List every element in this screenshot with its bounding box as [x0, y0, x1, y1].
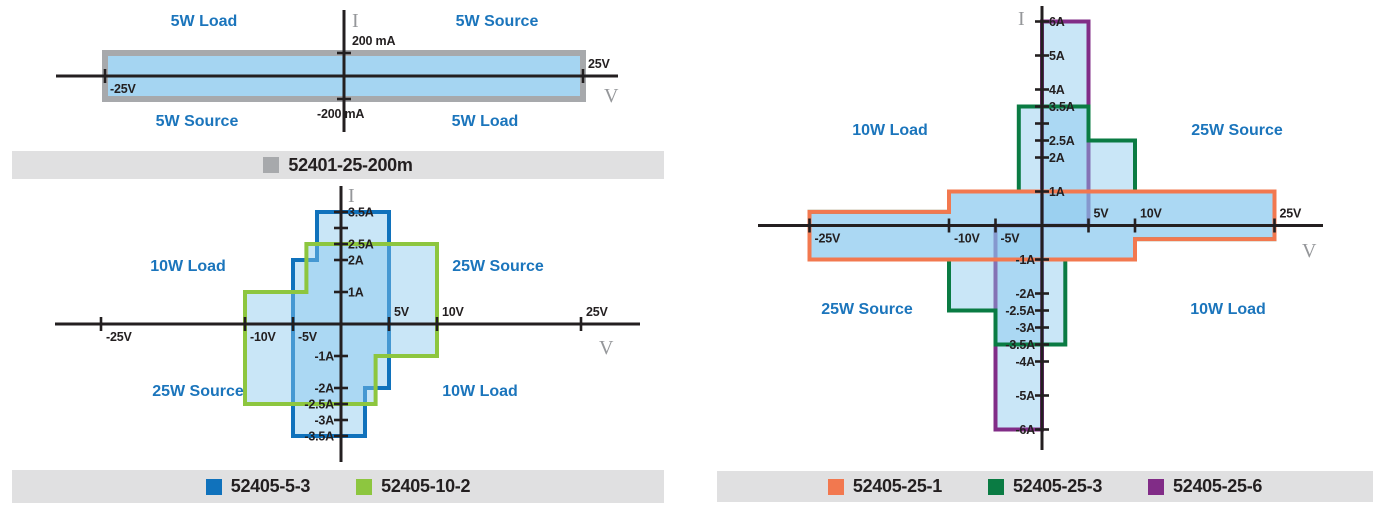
legend-item-52405-25-3: 52405-25-3 [987, 476, 1103, 497]
legend-swatch-icon [356, 478, 373, 495]
y-tick-label: -200 mA [317, 107, 364, 121]
x-tick-label: 5V [1094, 207, 1110, 221]
quadrant-label-top-left: 5W Load [171, 13, 238, 30]
legend-label: 52405-25-3 [1012, 476, 1103, 496]
x-tick-label: 25V [586, 305, 609, 319]
quadrant-label-bottom-left: 25W Source [821, 301, 913, 318]
y-tick-label: -3A [314, 414, 334, 428]
y-tick-label: 1A [1049, 185, 1065, 199]
y-tick-label: -3.5A [304, 430, 334, 444]
y-tick-label: -4A [1015, 355, 1035, 369]
y-axis-letter: I [1018, 8, 1025, 30]
quadrant-label-bottom-left: 5W Source [156, 113, 239, 130]
y-tick-label: -2A [314, 382, 334, 396]
legend-bar-52401: 52401-25-200m [12, 151, 664, 179]
x-tick-label: -25V [106, 330, 132, 344]
quadrant-label-top-left: 10W Load [852, 122, 928, 139]
legend-item-52405-25-1: 52405-25-1 [827, 476, 942, 497]
y-tick-label: 6A [1049, 15, 1065, 29]
y-tick-label: -2.5A [1005, 304, 1035, 318]
quadrant-label-top-right: 25W Source [452, 258, 544, 275]
legend-swatch-icon [263, 157, 280, 173]
legend-label: 52405-10-2 [381, 476, 471, 496]
y-tick-label: 2.5A [348, 238, 374, 252]
quadrant-label-bottom-right: 5W Load [452, 113, 519, 130]
y-tick-label: -2A [1015, 287, 1035, 301]
y-tick-label: -3A [1015, 321, 1035, 335]
legend-swatch-icon [827, 478, 844, 495]
chart-52405-25-series: -25V -10V -5V 5V 10V 25V 6A 5A 4A 3.5A 2.5A 2A 1A -1A… [758, 6, 1323, 450]
chart-52401-25-200m: -25V 25V 200 mA -200 mA 5W Load 5W Source 5W S… [56, 10, 619, 132]
quadrant-label-top-right: 25W Source [1191, 122, 1283, 139]
legend-swatch-icon [1148, 478, 1165, 495]
legend-swatch-icon [987, 478, 1004, 495]
legend-label: 52405-25-6 [1173, 476, 1263, 496]
x-tick-label: 25V [1280, 207, 1303, 221]
x-tick-label: -5V [1001, 232, 1021, 246]
quadrant-label-bottom-right: 10W Load [442, 383, 518, 400]
y-tick-label: -1A [314, 350, 334, 364]
quadrant-label-bottom-right: 10W Load [1190, 301, 1266, 318]
legend-item-52405-5-3: 52405-5-3 [205, 476, 311, 497]
y-tick-label: 200 mA [352, 34, 395, 48]
y-tick-label: -5A [1015, 389, 1035, 403]
legend-swatch-icon [205, 478, 222, 495]
legend-label: 52405-25-1 [852, 476, 942, 496]
quadrant-label-bottom-left: 25W Source [152, 383, 244, 400]
y-tick-label: 3.5A [348, 206, 374, 220]
legend-bar-52405-left: 52405-5-3 52405-10-2 [12, 470, 664, 503]
legend-label: 52405-5-3 [230, 476, 311, 496]
y-tick-label: -3.5A [1005, 338, 1035, 352]
y-axis-letter: I [352, 10, 359, 32]
y-tick-label: 4A [1049, 83, 1065, 97]
y-tick-label: 2.5A [1049, 134, 1075, 148]
y-tick-label: -6A [1015, 423, 1035, 437]
x-tick-label: 25V [588, 57, 611, 71]
y-tick-label: 2A [348, 254, 364, 268]
quadrant-label-top-right: 5W Source [456, 13, 539, 30]
x-tick-label: -25V [815, 232, 841, 246]
x-tick-label: 10V [442, 305, 465, 319]
x-tick-label: -10V [250, 330, 276, 344]
y-tick-label: -1A [1015, 253, 1035, 267]
x-axis-letter: V [599, 337, 614, 359]
y-tick-label: 2A [1049, 151, 1065, 165]
quadrant-label-top-left: 10W Load [150, 258, 226, 275]
x-axis-letter: V [1302, 240, 1317, 262]
legend-item-52405-10-2: 52405-10-2 [356, 476, 471, 497]
x-tick-label: -5V [298, 330, 318, 344]
legend-bar-52405-right: 52405-25-1 52405-25-3 52405-25-6 [717, 471, 1373, 502]
y-tick-label: -2.5A [304, 398, 334, 412]
chart-52405-5-3-and-10-2: -25V -10V -5V 5V 10V 25V 3.5A 2.5A 2A 1A -1A -2A -2.… [55, 185, 640, 462]
y-tick-label: 5A [1049, 49, 1065, 63]
x-tick-label: -10V [954, 232, 980, 246]
legend-item-52401-25-200m: 52401-25-200m [263, 154, 413, 176]
y-tick-label: 3.5A [1049, 100, 1075, 114]
legend-item-52405-25-6: 52405-25-6 [1148, 476, 1262, 497]
x-tick-label: 5V [394, 305, 410, 319]
legend-label: 52401-25-200m [288, 154, 413, 175]
y-axis-letter: I [348, 185, 355, 207]
x-axis-letter: V [604, 85, 619, 107]
y-tick-label: 1A [348, 286, 364, 300]
x-tick-label: -25V [110, 82, 136, 96]
x-tick-label: 10V [1140, 207, 1163, 221]
